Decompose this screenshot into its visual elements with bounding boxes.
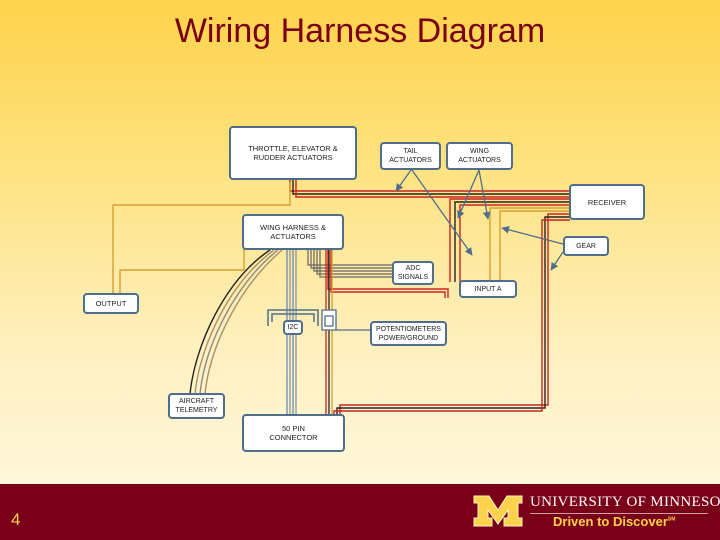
wing-output-wire [119, 240, 245, 294]
node-aircraft-telemetry: AIRCRAFT TELEMETRY [168, 393, 225, 419]
node-tail-actuators: TAIL ACTUATORS [380, 142, 441, 170]
node-gear: GEAR [563, 236, 609, 256]
footer-bar [0, 484, 720, 540]
block-m-logo [473, 495, 523, 527]
node-50-pin-connector: 50 PIN CONNECTOR [242, 414, 345, 452]
potentiometer-wires [325, 250, 333, 414]
node-i2c: I2C [283, 320, 303, 335]
node-throttle-actuators: THROTTLE, ELEVATOR & RUDDER ACTUATORS [229, 126, 357, 180]
throttle-output-wire [112, 182, 291, 294]
node-adc-signals: ADC SIGNALS [392, 261, 434, 285]
node-output: OUTPUT [83, 293, 139, 314]
receiver-connector-wires [333, 213, 570, 414]
tagline-mark: SM [667, 516, 676, 523]
node-wing-actuators: WING ACTUATORS [446, 142, 513, 170]
node-potentiometers: POTENTIOMETERS POWER/GROUND [370, 321, 447, 346]
node-receiver: RECEIVER [569, 184, 645, 220]
branding-divider [530, 513, 708, 514]
tagline-text: Driven to Discover [553, 514, 668, 529]
university-name: UNIVERSITY OF MINNESOTA [530, 494, 720, 510]
receiver-input-wires [449, 198, 570, 282]
node-wing-harness: WING HARNESS & ACTUATORS [242, 214, 344, 250]
i2c-bracket [267, 309, 319, 326]
potentiometer-plug [321, 309, 337, 331]
wing-adc-wires [307, 250, 392, 278]
wing-input-wires [327, 250, 449, 298]
node-input-a: INPUT A [459, 280, 517, 298]
annotation-arrows [395, 169, 564, 271]
slide-title: Wiring Harness Diagram [174, 12, 546, 50]
page-number: 4 [11, 510, 21, 529]
tagline: Driven to DiscoverSM [553, 514, 675, 529]
telemetry-wires [189, 249, 283, 395]
